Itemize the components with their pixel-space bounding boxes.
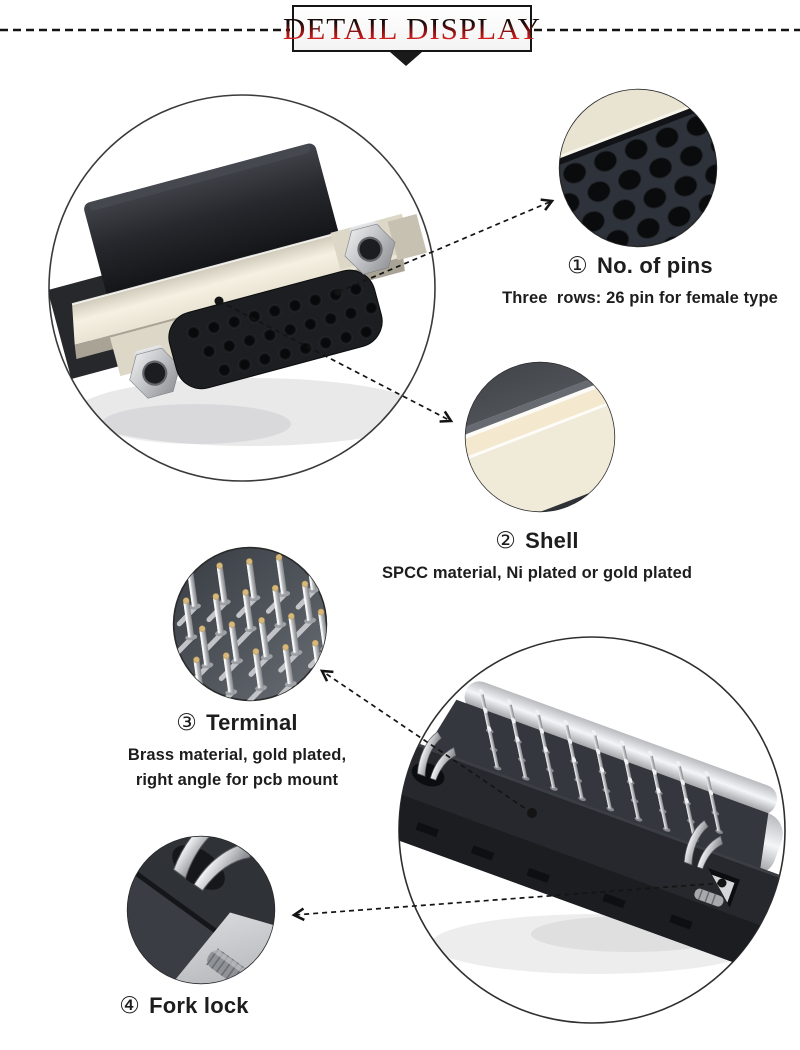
section-heading: ④ Fork lock — [84, 993, 284, 1019]
terminal-pins-closeup — [172, 546, 328, 702]
caption-terminal: ③ Terminal Brass material, gold plated, r… — [107, 710, 367, 793]
section-label: No. of pins — [596, 253, 713, 278]
section-description-line2: right angle for pcb mount — [135, 771, 339, 789]
section-description: Three rows: 26 pin for female type — [502, 289, 778, 307]
section-number: ④ — [119, 993, 141, 1019]
section-description: SPCC material, Ni plated or gold plated — [381, 564, 693, 582]
shell-closeup — [464, 361, 616, 513]
pin-holes-closeup — [558, 88, 718, 248]
page-title: DETAIL DISPLAY — [282, 10, 542, 46]
section-description-line1: Brass material, gold plated, — [127, 746, 347, 764]
connector-rear-photo — [398, 636, 786, 1024]
section-label: Shell — [525, 528, 579, 553]
section-heading: ② Shell — [377, 528, 697, 554]
section-number: ③ — [176, 710, 198, 736]
header-pointer-triangle — [390, 52, 422, 66]
fork-lock-closeup — [126, 835, 276, 985]
section-label: Terminal — [206, 710, 298, 735]
section-heading: ③ Terminal — [107, 710, 367, 736]
connector-front-photo — [48, 94, 436, 482]
section-number: ① — [567, 253, 588, 279]
caption-no-of-pins: ① No. of pins Three rows: 26 pin for fema… — [470, 253, 800, 311]
section-label: Fork lock — [149, 993, 249, 1018]
section-number: ② — [495, 528, 517, 554]
section-heading: ① No. of pins — [470, 253, 800, 279]
title-banner: DETAIL DISPLAY — [283, 5, 540, 52]
caption-shell: ② Shell SPCC material, Ni plated or gold … — [377, 528, 697, 586]
caption-fork-lock: ④ Fork lock — [84, 993, 284, 1019]
bracket-shape — [49, 273, 136, 379]
